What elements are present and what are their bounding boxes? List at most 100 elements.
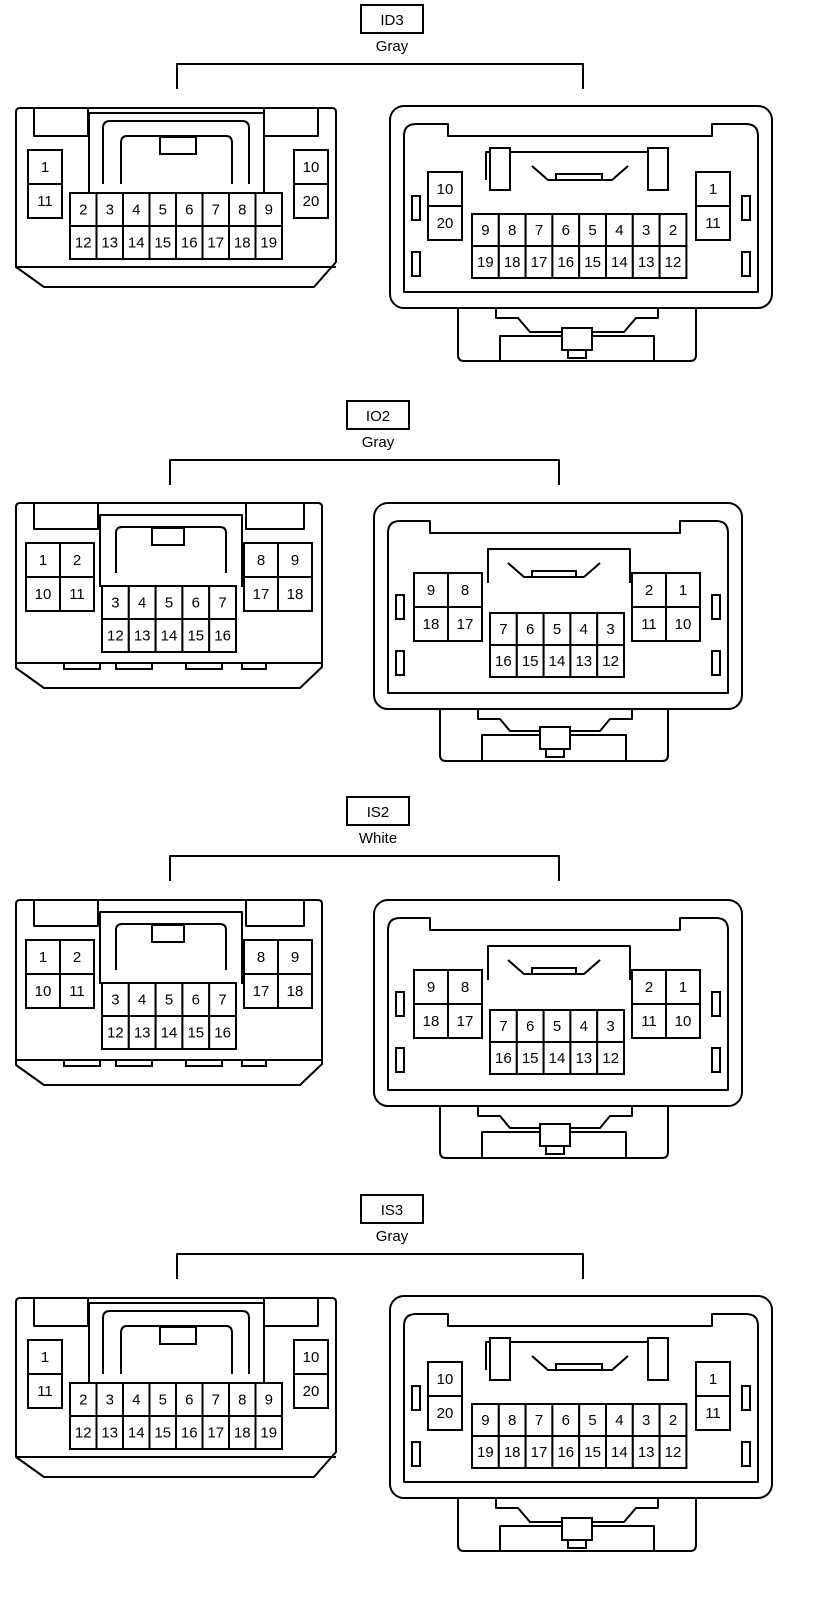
pin-cell <box>605 245 634 279</box>
base-foot <box>241 1059 267 1067</box>
pin-cell <box>27 1339 63 1375</box>
pin-number: 20 <box>437 1405 454 1422</box>
pin-cell <box>254 1415 283 1450</box>
lock-tab-button-base <box>567 349 587 359</box>
pin-number: 16 <box>181 1425 198 1442</box>
pin-cell <box>515 1009 545 1043</box>
side-rib-left <box>411 1441 421 1467</box>
pin-cell <box>631 1003 667 1039</box>
base-foot <box>115 1059 153 1067</box>
base-foot <box>115 662 153 670</box>
connector-id: IO2 <box>366 408 390 425</box>
pin-number: 15 <box>584 1444 601 1461</box>
pin-number: 14 <box>161 628 178 645</box>
latch-tab <box>159 1326 197 1345</box>
pin-number: 1 <box>39 949 47 966</box>
pin-number: 2 <box>669 1412 677 1429</box>
side-rib-right <box>741 1385 751 1411</box>
pin-cell <box>181 585 211 620</box>
pin-cell <box>25 973 61 1009</box>
lock-tab-button <box>539 726 571 750</box>
lock-tab-button-base <box>545 748 565 758</box>
pin-number: 16 <box>214 1025 231 1042</box>
pin-number: 13 <box>638 254 655 271</box>
pin-number: 13 <box>101 235 118 252</box>
pin-number: 10 <box>437 181 454 198</box>
pin-number: 19 <box>260 1425 277 1442</box>
pin-number: 8 <box>238 202 246 219</box>
pin-number: 1 <box>709 1371 717 1388</box>
pin-number: 14 <box>161 1025 178 1042</box>
housing-outline <box>15 1297 337 1478</box>
side-rib-left <box>395 991 405 1017</box>
pin-number: 10 <box>303 1349 320 1366</box>
key-post-left <box>489 1337 511 1381</box>
pin-number: 8 <box>257 552 265 569</box>
pin-number: 4 <box>132 1392 140 1409</box>
pin-number: 20 <box>303 1383 320 1400</box>
lock-tab-button-base <box>545 1145 565 1155</box>
pin-number: 12 <box>665 254 682 271</box>
pin-number: 17 <box>531 254 548 271</box>
pin-cell <box>154 982 184 1017</box>
pin-number: 1 <box>39 552 47 569</box>
pin-cell <box>497 213 527 247</box>
lock-tab <box>457 1498 697 1552</box>
connector-color: Gray <box>376 1228 409 1245</box>
pin-cell <box>122 1382 151 1417</box>
pin-number: 14 <box>611 254 628 271</box>
lock-tab <box>457 308 697 362</box>
pin-number: 19 <box>477 254 494 271</box>
lock-tab-button-base <box>567 1539 587 1549</box>
lock-tab-outline <box>439 709 669 762</box>
side-rib-left <box>411 195 421 221</box>
pin-number: 9 <box>481 222 489 239</box>
pin-cell <box>254 1382 283 1417</box>
pin-cell <box>243 542 279 578</box>
pin-cell <box>25 576 61 612</box>
pin-number: 13 <box>575 1050 592 1067</box>
lock-tab <box>439 709 669 762</box>
pin-cell <box>665 606 701 642</box>
pin-number: 9 <box>291 949 299 966</box>
pin-number: 13 <box>101 1425 118 1442</box>
side-rib-left <box>395 650 405 676</box>
connector-color: Gray <box>376 38 409 55</box>
housing-inner-wall <box>403 1313 759 1483</box>
pin-cell <box>447 1003 483 1039</box>
pin-cell <box>447 572 483 608</box>
pin-number: 1 <box>41 159 49 176</box>
pin-number: 18 <box>287 983 304 1000</box>
pin-number: 17 <box>531 1444 548 1461</box>
latch-slot-bar <box>531 570 577 578</box>
pin-cell <box>101 1015 130 1050</box>
pin-cell <box>201 1415 230 1450</box>
latch-tab <box>159 136 197 155</box>
pin-number: 2 <box>645 582 653 599</box>
pin-number: 11 <box>37 193 53 210</box>
pin-number: 9 <box>427 582 435 599</box>
latch-tab <box>151 924 185 943</box>
pin-number: 13 <box>134 628 151 645</box>
pin-cell <box>427 1395 463 1431</box>
pin-number: 2 <box>669 222 677 239</box>
pin-cell <box>542 644 572 678</box>
pin-number: 3 <box>111 992 119 1009</box>
pin-cell <box>277 576 313 612</box>
pin-number: 8 <box>461 979 469 996</box>
pin-cell <box>208 1015 237 1050</box>
pin-cell <box>551 245 581 279</box>
pin-number: 14 <box>128 235 145 252</box>
pin-number: 17 <box>457 1013 474 1030</box>
pin-number: 4 <box>615 222 623 239</box>
pin-cell <box>524 245 554 279</box>
lock-tab-button <box>561 1517 593 1541</box>
pin-number: 5 <box>159 202 167 219</box>
pin-cell <box>208 982 237 1017</box>
pin-number: 5 <box>553 1018 561 1035</box>
pin-cell <box>293 149 329 185</box>
pin-cell <box>695 1361 731 1397</box>
pin-cell <box>695 205 731 241</box>
